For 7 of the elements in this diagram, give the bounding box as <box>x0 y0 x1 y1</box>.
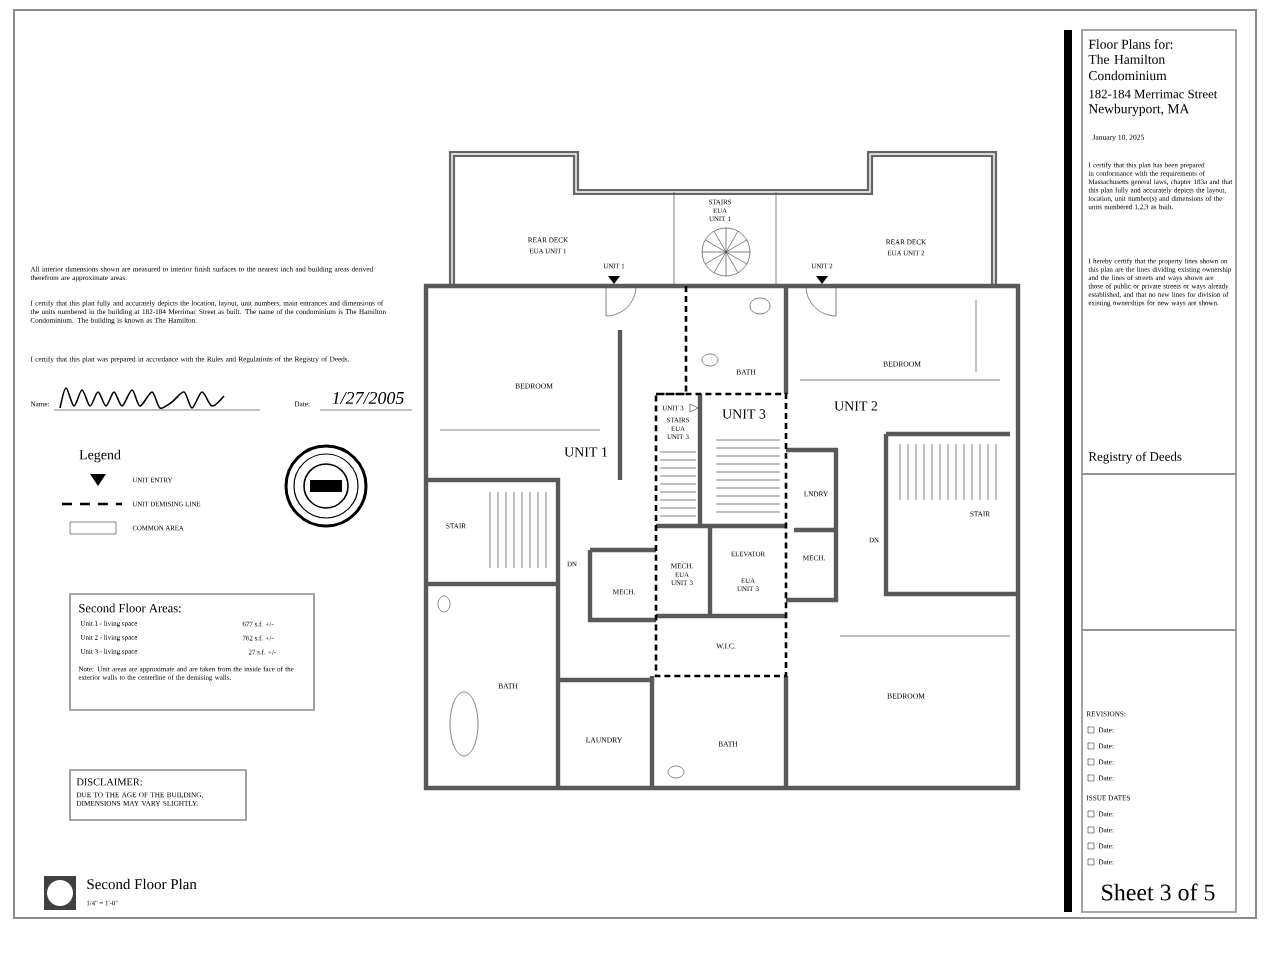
title-block-panel <box>1081 29 1237 475</box>
sheet-number: Sheet 3 of 5 <box>1102 883 1215 901</box>
handwritten-date: 1/27/2005 <box>332 391 404 405</box>
disclaimer-box <box>69 769 247 821</box>
title-block-panel <box>1081 629 1237 913</box>
areas-table <box>69 593 315 711</box>
title-block-panel <box>1081 473 1237 631</box>
